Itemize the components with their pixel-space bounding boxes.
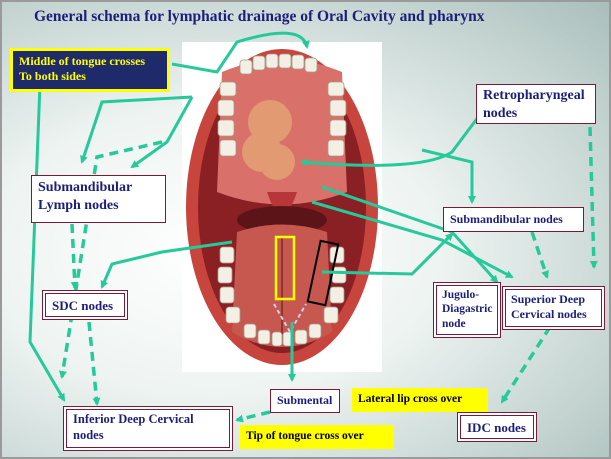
submandibular-right-label: Submandibular nodes	[450, 212, 563, 226]
idc-nodes-box: IDC nodes	[457, 412, 537, 442]
superior-deep-line1: Superior Deep	[511, 292, 586, 306]
tongue-lateral-marker	[306, 239, 340, 307]
oral-cavity-drawing	[186, 49, 378, 365]
sdc-nodes-label: SDC nodes	[52, 298, 114, 313]
retropharyngeal-box: Retropharyngeal nodes	[476, 84, 596, 124]
jugulo-line2: Diagastric	[442, 303, 493, 316]
submandibular-left-line2: Lymph nodes	[38, 197, 119, 213]
middle-tongue-line2: To both sides	[19, 69, 86, 83]
submental-box: Submental	[270, 389, 340, 413]
slide-title: General schema for lymphatic drainage of…	[34, 8, 485, 25]
inferior-deep-box: Inferior Deep Cervical nodes	[63, 406, 233, 451]
jugulo-line1: Jugulo-	[442, 289, 480, 301]
sdc-nodes-box: SDC nodes	[42, 290, 128, 320]
tip-tongue-label: Tip of tongue cross over	[246, 430, 364, 442]
inferior-deep-line1: Inferior Deep Cervical	[73, 412, 194, 426]
idc-nodes-label: IDC nodes	[467, 420, 526, 435]
superior-deep-line2: Cervical nodes	[511, 307, 587, 321]
jugulo-line3: node	[442, 317, 466, 330]
retropharyngeal-line1: Retropharyngeal	[483, 88, 585, 103]
lateral-lip-label-box: Lateral lip cross over	[352, 388, 488, 412]
inferior-deep-line2: nodes	[73, 427, 104, 442]
submandibular-right-box: Submandibular nodes	[443, 207, 584, 232]
submental-label: Submental	[277, 393, 333, 407]
tongue-middle-marker	[274, 235, 296, 301]
jugulo-diagastric-box: Jugulo- Diagastric node	[433, 282, 501, 338]
submandibular-left-line1: Submandibular	[38, 180, 133, 195]
tip-tongue-label-box: Tip of tongue cross over	[240, 425, 394, 449]
superior-deep-box: Superior Deep Cervical nodes	[502, 286, 605, 330]
middle-tongue-line1: Middle of tongue crosses	[19, 54, 146, 68]
middle-tongue-box: Middle of tongue crosses To both sides	[10, 48, 170, 92]
oral-cavity-illustration	[182, 42, 382, 372]
retropharyngeal-line2: nodes	[483, 105, 518, 121]
submandibular-left-box: Submandibular Lymph nodes	[31, 175, 166, 223]
lateral-lip-label: Lateral lip cross over	[358, 393, 463, 405]
